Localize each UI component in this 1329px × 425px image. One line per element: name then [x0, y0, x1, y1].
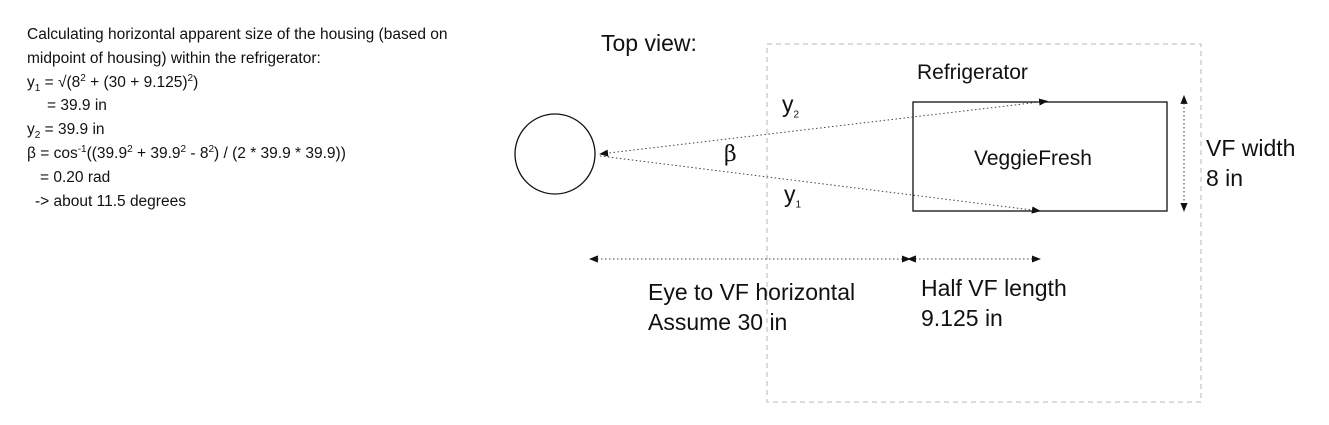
- beta-b: ((39.9: [86, 144, 128, 162]
- beta-sup-3: 2: [208, 143, 215, 155]
- y1-eq-c: ): [193, 73, 199, 91]
- calculation-block: Calculating horizontal apparent size of …: [27, 23, 527, 213]
- beta-c: + 39.9: [132, 144, 181, 162]
- eye-distance-line-1: Eye to VF horizontal: [648, 279, 856, 305]
- refrigerator-label: Refrigerator: [917, 61, 1028, 84]
- y1-sup-a: 2: [80, 72, 86, 84]
- y2-subscript: 2: [34, 130, 41, 142]
- y2-equation: y2 = 39.9 in: [27, 118, 527, 142]
- eye-circle: [514, 113, 596, 195]
- intro-line-2: midpoint of housing) within the refriger…: [27, 49, 321, 67]
- beta-a: β = cos: [27, 144, 78, 162]
- half-length-label: Half VF length 9.125 in: [921, 273, 1067, 333]
- y1-subscript: 1: [34, 82, 41, 94]
- y1-label-sub: 1: [795, 199, 802, 211]
- sight-line-y2: [599, 98, 1049, 157]
- y1-var: y: [27, 73, 35, 91]
- y1-equation: y1 = √(82 + (30 + 9.125)2): [27, 71, 527, 95]
- degrees-result: -> about 11.5 degrees: [35, 192, 186, 210]
- beta-d: - 8: [186, 144, 209, 162]
- y1-eq-b: + (30 + 9.125): [85, 73, 188, 91]
- y2-var: y: [27, 121, 35, 139]
- vf-width-line-1: VF width: [1206, 135, 1296, 161]
- intro-line-1: Calculating horizontal apparent size of …: [27, 26, 448, 43]
- beta-sup-inv: -1: [77, 143, 87, 155]
- veggiefresh-label: VeggieFresh: [974, 147, 1092, 170]
- y1-sup-b: 2: [187, 72, 194, 84]
- y2-label-sub: 2: [793, 109, 800, 121]
- y1-eq-a: = √(8: [40, 73, 81, 91]
- beta-label: β: [724, 142, 737, 167]
- beta-sup-2: 2: [180, 143, 187, 155]
- rad-result: = 0.20 rad: [40, 168, 111, 186]
- top-view-label: Top view:: [601, 30, 697, 56]
- eye-distance-line-2: Assume 30 in: [648, 309, 788, 335]
- half-length-line-2: 9.125 in: [921, 305, 1003, 331]
- y2-eq: = 39.9 in: [40, 121, 105, 139]
- y1-label-var: y: [784, 181, 796, 207]
- refrigerator-boundary: [766, 43, 1202, 403]
- y2-label: y2: [782, 90, 800, 121]
- beta-equation: β = cos-1((39.92 + 39.92 - 82) / (2 * 39…: [27, 142, 527, 166]
- vf-width-line-2: 8 in: [1206, 165, 1244, 191]
- y1-label: y1: [784, 180, 802, 211]
- beta-e: ) / (2 * 39.9 * 39.9)): [214, 144, 346, 162]
- half-length-line-1: Half VF length: [921, 275, 1067, 301]
- y1-result: = 39.9 in: [47, 97, 107, 115]
- beta-sup-1: 2: [127, 143, 133, 155]
- y2-label-var: y: [782, 91, 794, 117]
- vf-width-label: VF width 8 in: [1206, 133, 1295, 193]
